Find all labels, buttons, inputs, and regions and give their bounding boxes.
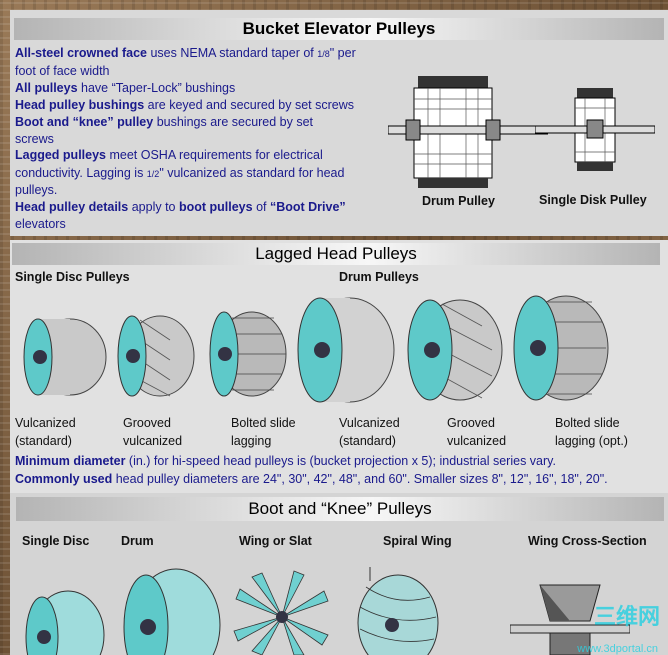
label-line: Grooved [447,416,495,430]
text: uses NEMA standard taper of [147,46,318,60]
bold-text: All-steel crowned face [15,46,147,60]
label-line: Vulcanized [339,416,400,430]
text: (in.) for hi-speed head pulleys is (buck… [125,454,556,468]
fraction: 1/2 [146,169,160,179]
pulley-label: Grooved vulcanized [447,414,506,450]
lagged-title: Lagged Head Pulleys [12,243,660,265]
text: apply to [128,200,179,214]
text: " vulcanized as standard for head [159,166,345,180]
label-line: Bolted slide [231,416,296,430]
text-line: Boot and “knee” pulley bushings are secu… [15,114,313,131]
text: of [252,200,270,214]
drum-group-label: Drum Pulleys [339,270,419,284]
single-disk-pulley-drawing [535,88,655,171]
boot-title: Boot and “Knee” Pulleys [16,497,664,521]
text: " per [329,46,356,60]
pulley-label: Vulcanized (standard) [339,414,400,450]
bold-text: Minimum diameter [15,454,126,468]
pulley-label: Bolted slide lagging [231,414,296,450]
text-line: pulleys. [15,183,58,197]
bold-text: Head pulley bushings [15,98,145,112]
wing-slat-boot-pulley [233,570,329,655]
drum-pulley-caption: Drum Pulley [422,194,495,208]
text: meet OSHA requirements for electrical [106,148,323,162]
text: head pulley diameters are 24", 30", 42",… [112,472,608,486]
label-line: lagging [231,434,272,448]
lagged-panel: Lagged Head Pulleys Single Disc Pulleys … [10,240,668,493]
bold-text: Commonly used [15,472,113,486]
label-line: Grooved [123,416,171,430]
text-line: Lagged pulleys meet OSHA requirements fo… [15,147,323,164]
bold-text: Head pulley details [15,200,129,214]
boot-panel: Boot and “Knee” Pulleys Single Disc Drum… [10,493,668,655]
fraction: 1/8 [317,49,330,59]
grooved-drum-pulley [407,299,503,401]
text-line: Head pulley bushings are keyed and secur… [15,97,354,114]
single-disc-group-label: Single Disc Pulleys [15,270,130,284]
text-line: Head pulley details apply to boot pulley… [15,199,346,216]
text-line: foot of face width [15,64,110,78]
boot-label: Wing or Slat [239,534,312,548]
text-line: conductivity. Lagging is 1/2" vulcanized… [15,165,344,183]
bold-text: boot pulleys [178,200,253,214]
bolted-lagging-disc-pulley [209,311,287,397]
boot-label: Wing Cross-Section [528,534,647,548]
label-line: Vulcanized [15,416,76,430]
label-line: (standard) [339,434,396,448]
text: have “Taper-Lock” bushings [77,81,236,95]
wing-cross-section-drawing [510,584,630,655]
pulley-label: Grooved vulcanized [123,414,182,450]
top-title: Bucket Elevator Pulleys [14,18,664,40]
bold-text: All pulleys [15,81,78,95]
vulcanized-disc-pulley [23,318,107,396]
label-line: vulcanized [447,434,507,448]
text: bushings are secured by set [153,115,314,129]
pulley-label: Vulcanized (standard) [15,414,76,450]
bold-text: Boot and “knee” pulley [15,115,154,129]
label-line: Bolted slide [555,416,620,430]
pulley-label: Bolted slide lagging (opt.) [555,414,628,450]
boot-label: Single Disc [22,534,90,548]
text: conductivity. Lagging is [15,166,147,180]
label-line: vulcanized [123,434,183,448]
drum-boot-pulley [123,568,221,655]
spiral-wing-boot-pulley [357,567,439,655]
bold-text: Lagged pulleys [15,148,106,162]
drum-pulley-drawing [388,76,548,188]
bolted-lagging-drum-pulley [513,295,609,401]
watermark-url: www.3dportal.cn [577,643,658,655]
text-line: elevators [15,217,66,231]
bold-text: “Boot Drive” [269,200,346,214]
vulcanized-drum-pulley [297,297,395,403]
text-line: All pulleys have “Taper-Lock” bushings [15,80,235,97]
single-disk-pulley-caption: Single Disk Pulley [539,193,647,207]
watermark-logo: 三维网 [593,604,660,629]
common-diameters-note: Commonly used head pulley diameters are … [15,471,608,488]
top-panel: Bucket Elevator Pulleys All-steel crowne… [10,10,668,236]
text-line: All-steel crowned face uses NEMA standar… [15,45,356,63]
minimum-diameter-note: Minimum diameter (in.) for hi-speed head… [15,453,556,470]
label-line: lagging (opt.) [555,434,628,448]
label-line: (standard) [15,434,72,448]
boot-label: Spiral Wing [383,534,452,548]
single-disc-boot-pulley [25,590,105,655]
boot-label: Drum [121,534,154,548]
text-line: screws [15,132,54,146]
grooved-disc-pulley [117,315,195,397]
text: are keyed and secured by set screws [144,98,355,112]
